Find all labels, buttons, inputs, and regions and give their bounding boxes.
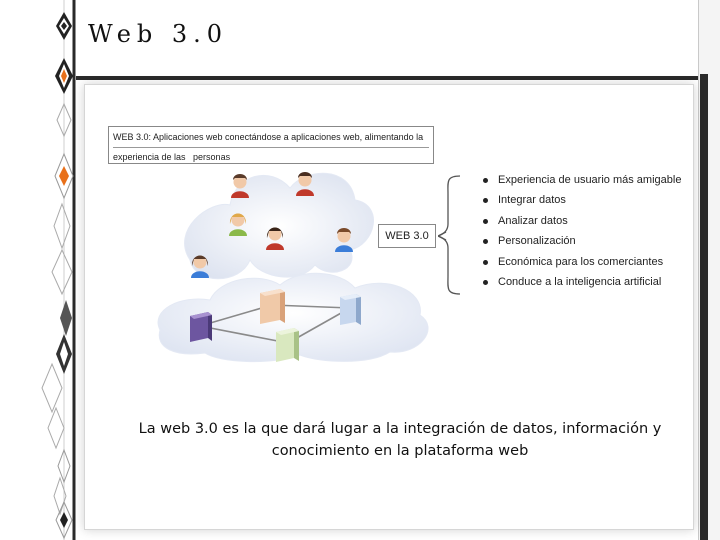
diamond-ornament-icon: [51, 248, 73, 296]
diamond-ornament-icon: [60, 300, 72, 336]
diamond-ornament-icon: [56, 12, 72, 40]
list-item: Personalización: [480, 233, 681, 253]
definition-box: WEB 3.0: Aplicaciones web conectándose a…: [108, 126, 434, 164]
diamond-ornament-icon: [56, 334, 72, 374]
user-cloud-icon: [184, 172, 374, 280]
bullet-icon: [483, 259, 488, 265]
person-avatar-icon: [229, 213, 247, 236]
right-frame-line: [700, 74, 708, 540]
list-item: Integrar datos: [480, 192, 681, 212]
bullet-icon: [483, 178, 488, 183]
diamond-ornament-icon: [47, 406, 65, 450]
cube-node-icon: [276, 328, 299, 362]
slide-title: Web 3.0: [88, 20, 229, 48]
definition-line-2: experiencia de las personas: [113, 152, 231, 162]
cube-node-icon: [340, 294, 361, 325]
list-item: Económica para los comerciantes: [480, 254, 681, 274]
person-avatar-icon: [266, 227, 284, 250]
web3-label-box: WEB 3.0: [378, 224, 436, 248]
person-avatar-icon: [231, 174, 249, 198]
title-bar: [76, 0, 706, 80]
diamond-ornament-icon: [53, 202, 71, 250]
list-item: Experiencia de usuario más amigable: [480, 172, 681, 192]
person-avatar-icon: [335, 228, 353, 252]
definition-line-1: WEB 3.0: Aplicaciones web conectándose a…: [113, 132, 424, 142]
brace-icon: [438, 175, 461, 295]
network-diagram: [157, 172, 429, 362]
cloud-icon: [157, 272, 429, 362]
left-ornament-strip: [0, 0, 76, 540]
feature-list: Experiencia de usuario más amigable Inte…: [480, 172, 681, 294]
diamond-ornament-icon: [55, 500, 73, 540]
person-avatar-icon: [296, 172, 314, 196]
bullet-icon: [483, 279, 488, 285]
bullet-icon: [483, 239, 488, 245]
bullet-icon: [483, 198, 488, 204]
diamond-ornament-icon: [41, 362, 63, 414]
diamond-ornament-icon: [57, 448, 71, 484]
diamond-ornament-icon: [55, 58, 73, 94]
person-avatar-icon: [191, 255, 209, 278]
bullet-icon: [483, 218, 488, 224]
cube-node-icon: [260, 289, 285, 324]
cube-node-icon: [190, 312, 212, 342]
caption-line-2: conocimiento en la plataforma web: [271, 443, 529, 459]
caption-line-1: La web 3.0 es la que dará lugar a la int…: [138, 421, 662, 437]
diamond-ornament-icon: [53, 476, 67, 516]
list-item: Conduce a la inteligencia artificial: [480, 274, 681, 294]
caption: La web 3.0 es la que dará lugar a la int…: [130, 418, 670, 462]
diamond-ornament-icon: [56, 102, 72, 138]
diamond-ornament-icon: [54, 152, 74, 200]
list-item: Analizar datos: [480, 213, 681, 233]
